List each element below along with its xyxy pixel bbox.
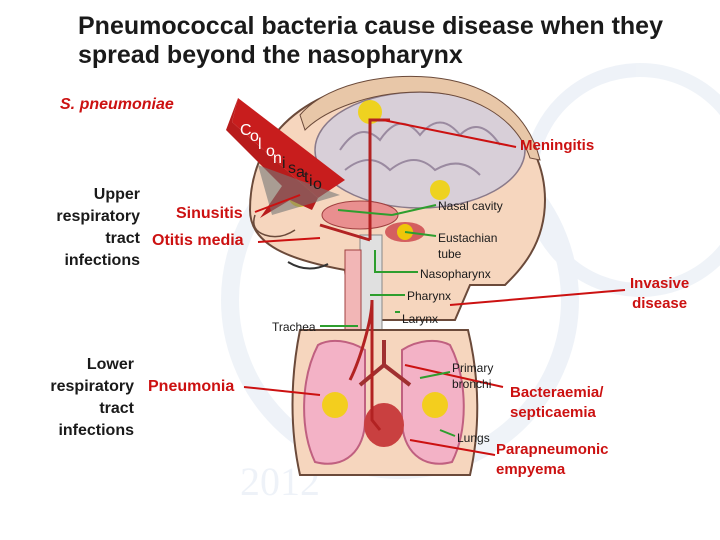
colonisation-letter-11: o <box>313 176 322 193</box>
bacteraemia-line-2: septicaemia <box>510 404 596 421</box>
organism-label: S. pneumoniae <box>60 96 174 113</box>
bronchi-line-2: bronchi <box>452 377 492 391</box>
bacteraemia-label: Bacteraemia/ septicaemia <box>510 383 603 423</box>
meningitis-label: Meningitis <box>520 137 595 154</box>
empyema-line-2: empyema <box>496 461 566 478</box>
head-figure <box>248 75 547 321</box>
nasal-cavity-label: Nasal cavity <box>438 199 503 213</box>
colonisation-letter-1: C <box>240 122 252 139</box>
invasive-line-2: disease <box>632 295 688 312</box>
lower-heading-line-2: respiratory <box>50 378 134 395</box>
eustachian-tube-label: Eustachian tube <box>438 230 497 262</box>
colonisation-letter-7: s <box>288 160 296 177</box>
upper-heading: Upper respiratory tract infections <box>30 184 140 272</box>
lower-heading: Lower respiratory tract infections <box>22 354 134 442</box>
primary-bronchi-label: Primary bronchi <box>452 360 493 392</box>
larynx-label: Larynx <box>402 312 439 326</box>
neck-airway <box>344 234 383 346</box>
page-title: Pneumococcal bacteria cause disease when… <box>78 12 663 69</box>
invasive-line-1: Invasive <box>630 275 690 292</box>
empyema-line-1: Parapneumonic <box>496 441 609 458</box>
empyema-label: Parapneumonic empyema <box>496 440 609 480</box>
colonisation-letter-10: i <box>309 173 313 190</box>
lungs-label: Lungs <box>457 431 490 445</box>
torso-figure <box>291 329 479 476</box>
colonisation-letter-9: t <box>304 169 309 186</box>
otitis-media-label: Otitis media <box>152 232 244 249</box>
colonisation-letter-6: i <box>282 155 286 172</box>
colonisation-letter-3: l <box>258 136 262 153</box>
trachea-label: Trachea <box>272 320 316 334</box>
pneumonia-label: Pneumonia <box>148 378 235 395</box>
upper-heading-line-4: infections <box>64 252 140 269</box>
sinusitis-label: Sinusitis <box>176 205 243 222</box>
upper-heading-line-3: tract <box>105 230 140 247</box>
red-connectors <box>243 119 626 456</box>
colonisation-letter-5: n <box>273 150 282 167</box>
eustachian-line-1: Eustachian <box>438 231 498 245</box>
upper-heading-line-2: respiratory <box>56 208 140 225</box>
pharynx-label: Pharynx <box>407 289 452 303</box>
nasopharynx-label: Nasopharynx <box>420 267 491 281</box>
colonisation-letter-2: o <box>250 128 259 145</box>
bronchi-line-1: Primary <box>452 361 494 375</box>
lower-heading-line-1: Lower <box>86 356 134 373</box>
green-connectors <box>320 204 456 437</box>
bacteraemia-line-1: Bacteraemia/ <box>510 384 604 401</box>
lower-heading-line-4: infections <box>58 422 134 439</box>
invasive-disease-label: Invasive disease <box>630 274 689 314</box>
colonisation-letter-4: o <box>266 143 275 160</box>
colonisation-letter-8: a <box>296 164 305 181</box>
upper-heading-line-1: Upper <box>93 186 140 203</box>
lower-heading-line-3: tract <box>99 400 134 417</box>
eustachian-line-2: tube <box>438 247 462 261</box>
